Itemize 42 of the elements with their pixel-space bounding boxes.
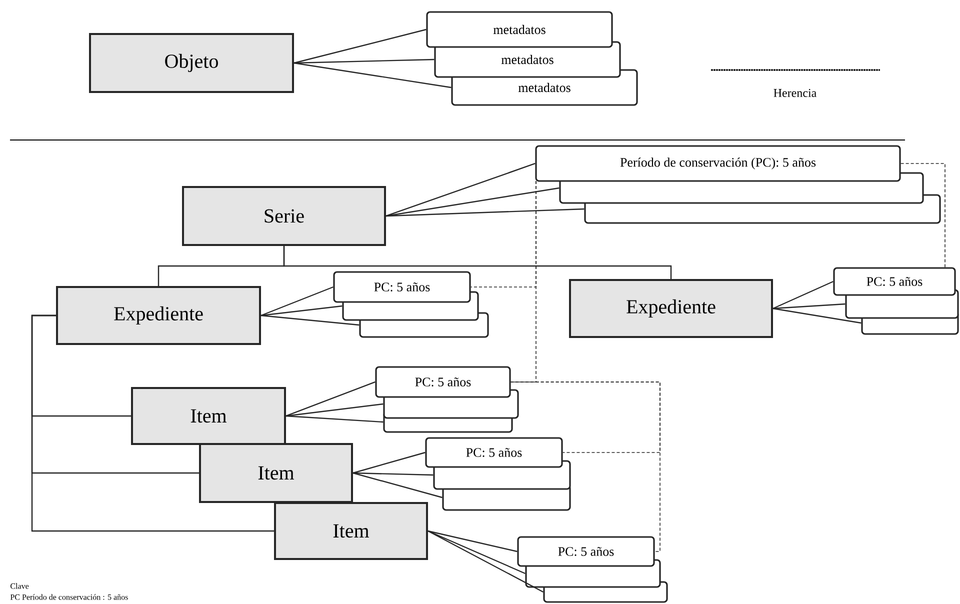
connector-line <box>386 208 584 217</box>
legend-label: Herencia <box>774 88 816 98</box>
connector-line <box>294 58 434 64</box>
connector-line <box>286 381 376 417</box>
connector-line <box>428 530 526 574</box>
connector-line <box>283 246 672 279</box>
connector-line <box>428 530 544 593</box>
metadata-box: PC: 5 años <box>375 366 511 398</box>
connector-line <box>294 28 426 64</box>
connector-line <box>352 472 442 498</box>
connector-line <box>353 472 434 476</box>
metadata-box: PC: 5 años <box>333 271 471 303</box>
connector-line <box>386 187 560 217</box>
metadata-box: PC: 5 años <box>833 267 956 296</box>
connector-line <box>260 286 334 316</box>
object-box: Expediente <box>56 286 261 345</box>
connector-line <box>352 452 426 474</box>
metadata-box: PC: 5 años <box>517 536 655 567</box>
connector-line <box>772 303 846 310</box>
connector-line <box>286 415 384 423</box>
metadata-box: Período de conservación (PC): 5 años <box>535 145 901 182</box>
metadata-box: PC: 5 años <box>425 437 563 468</box>
key-text: PC Período de conservación : 5 años <box>10 594 128 600</box>
object-box: Item <box>199 443 353 503</box>
connector-line <box>386 162 536 217</box>
key-text: Clave <box>10 583 29 589</box>
metadata-box: metadatos <box>426 11 613 48</box>
connector-line <box>428 530 518 552</box>
object-box: Item <box>131 387 286 445</box>
connector-line <box>286 403 384 417</box>
object-box: Serie <box>182 186 386 246</box>
connector-line <box>294 62 452 88</box>
connector-line <box>260 305 342 316</box>
connector-line <box>510 382 660 552</box>
connector-line <box>260 314 360 326</box>
object-box: Expediente <box>569 279 773 338</box>
connector-line <box>900 163 946 268</box>
object-box: Item <box>274 502 428 560</box>
connector-line <box>772 280 834 310</box>
object-box: Objeto <box>89 33 294 93</box>
connector-line <box>31 314 274 532</box>
connector-line <box>772 308 862 324</box>
